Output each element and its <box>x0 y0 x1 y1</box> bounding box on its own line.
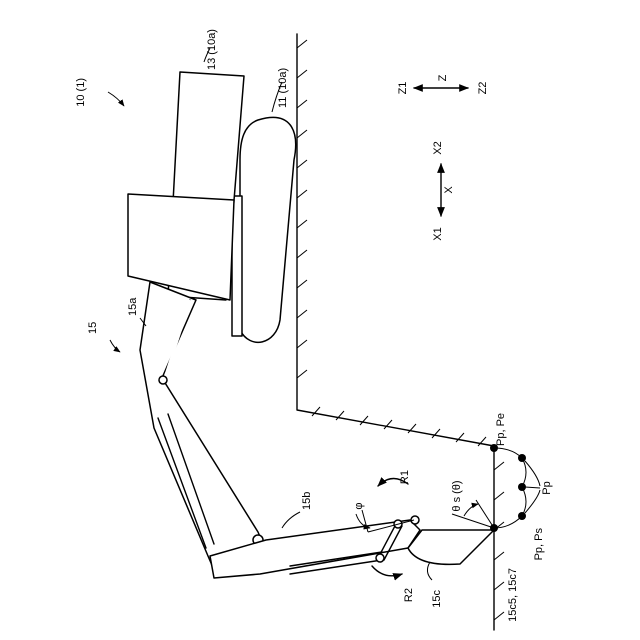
label-machine: 10 (1) <box>75 78 87 107</box>
label-frontwork: 15 <box>87 322 99 334</box>
label-cab: 13 (10a) <box>206 29 218 70</box>
label-x2: X2 <box>432 141 444 154</box>
label-tip-points: 15c5, 15c7 <box>507 568 519 622</box>
label-r2: R2 <box>403 588 415 602</box>
label-r1: R1 <box>399 470 411 484</box>
label-pp: Pp <box>541 481 553 494</box>
bucket <box>408 530 494 564</box>
label-pp-ps: Pp, Ps <box>533 528 545 561</box>
label-x: X <box>443 186 455 194</box>
label-z: Z <box>437 74 449 81</box>
label-track: 11 (10a) <box>277 68 289 108</box>
label-pp-pe: Pp, Pe <box>495 413 507 446</box>
label-theta: θ s (θ) <box>451 480 463 511</box>
label-x1: X1 <box>432 227 444 240</box>
crawler-track <box>232 117 296 342</box>
label-z2: Z2 <box>477 82 489 95</box>
label-phi: φ <box>353 502 365 509</box>
label-arm: 15b <box>301 492 313 510</box>
rotation-arrow-r2 <box>372 566 402 576</box>
label-boom: 15a <box>127 297 139 316</box>
label-z1: Z1 <box>397 82 409 95</box>
label-bucket: 15c <box>431 590 443 608</box>
swing-body <box>128 194 234 300</box>
upper-structure <box>128 72 244 300</box>
tip-points <box>490 444 540 532</box>
